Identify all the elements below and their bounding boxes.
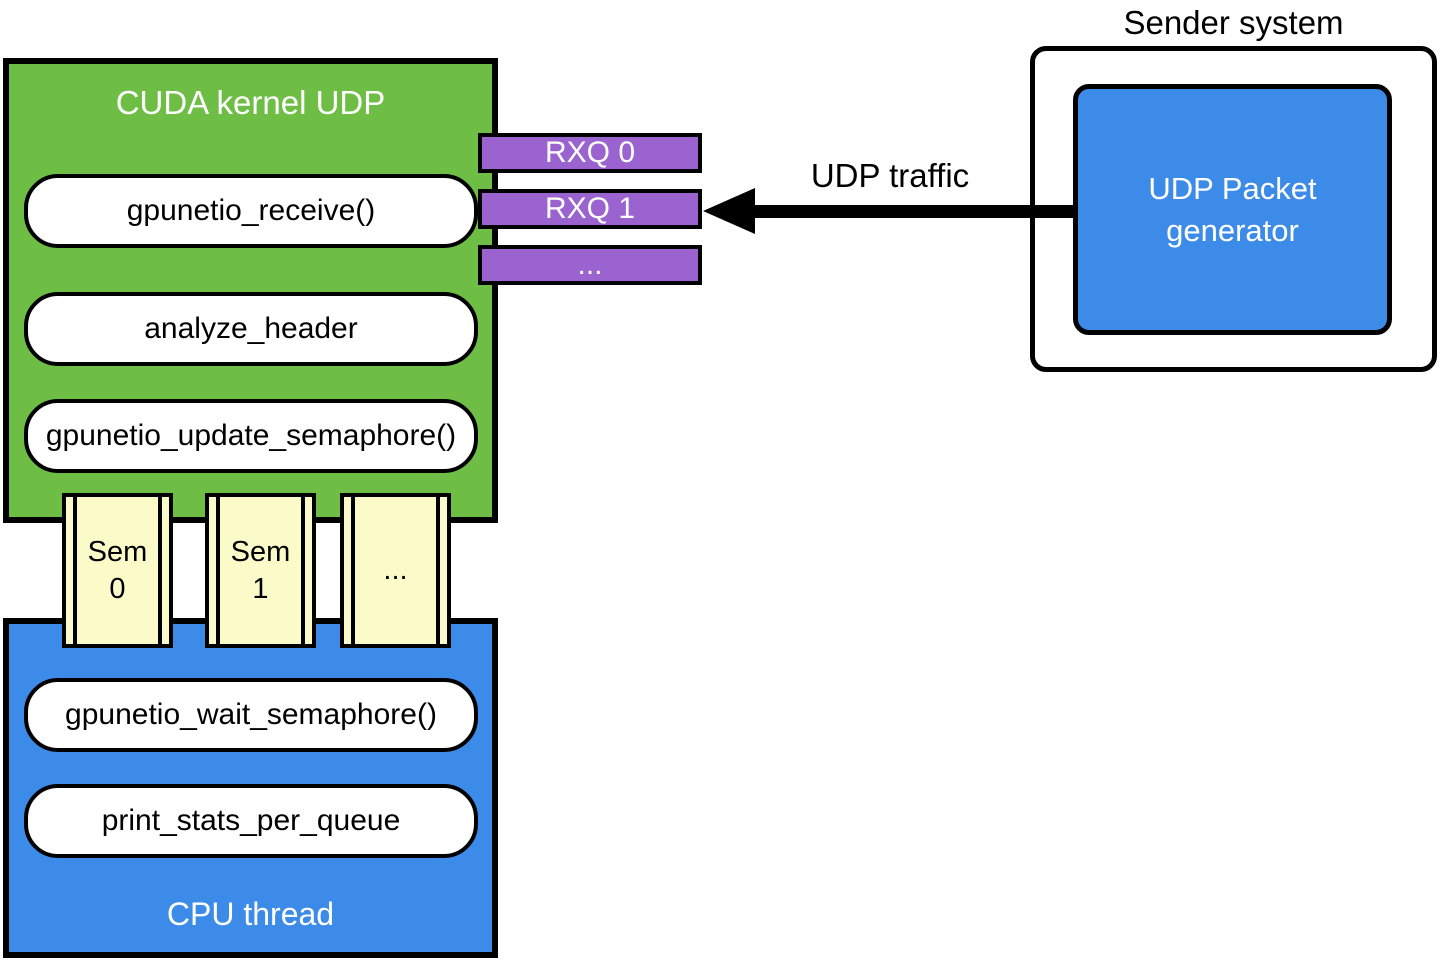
analyze-header-pill: analyze_header bbox=[24, 292, 478, 366]
semaphore-more-box: ... bbox=[340, 493, 451, 648]
udp-traffic-arrow-line bbox=[753, 205, 1077, 218]
udp-packet-generator-label: UDP Packet generator bbox=[1148, 170, 1317, 248]
rxq-more-box: ... bbox=[478, 245, 702, 285]
gpunetio-update-semaphore-label: gpunetio_update_semaphore() bbox=[45, 419, 457, 452]
semaphore-0-box: Sem 0 bbox=[62, 493, 173, 648]
udp-packet-generator-box: UDP Packet generator bbox=[1073, 84, 1392, 335]
gpunetio-wait-semaphore-label: gpunetio_wait_semaphore() bbox=[65, 698, 437, 731]
arrowhead-left-icon bbox=[703, 188, 755, 234]
analyze-header-label: analyze_header bbox=[144, 312, 358, 345]
semaphore-1-label: Sem 1 bbox=[230, 536, 291, 605]
semaphore-more-label: ... bbox=[383, 554, 408, 587]
sender-system-title: Sender system bbox=[1123, 4, 1344, 41]
semaphore-1-box: Sem 1 bbox=[205, 493, 316, 648]
print-stats-per-queue-pill: print_stats_per_queue bbox=[24, 784, 478, 858]
rxq-more-label: ... bbox=[577, 248, 603, 281]
gpunetio-receive-pill: gpunetio_receive() bbox=[24, 174, 478, 248]
gpunetio-receive-label: gpunetio_receive() bbox=[126, 194, 376, 227]
udp-traffic-label: UDP traffic bbox=[810, 157, 970, 194]
cuda-kernel-title: CUDA kernel UDP bbox=[115, 84, 386, 121]
gpunetio-update-semaphore-pill: gpunetio_update_semaphore() bbox=[24, 399, 478, 473]
gpunetio-wait-semaphore-pill: gpunetio_wait_semaphore() bbox=[24, 678, 478, 752]
cpu-thread-title: CPU thread bbox=[166, 896, 335, 932]
semaphore-0-label: Sem 0 bbox=[87, 536, 148, 605]
rxq-0-label: RXQ 0 bbox=[544, 136, 636, 169]
rxq-0-box: RXQ 0 bbox=[478, 133, 702, 173]
print-stats-per-queue-label: print_stats_per_queue bbox=[101, 804, 401, 837]
rxq-1-label: RXQ 1 bbox=[544, 192, 636, 225]
rxq-1-box: RXQ 1 bbox=[478, 189, 702, 229]
